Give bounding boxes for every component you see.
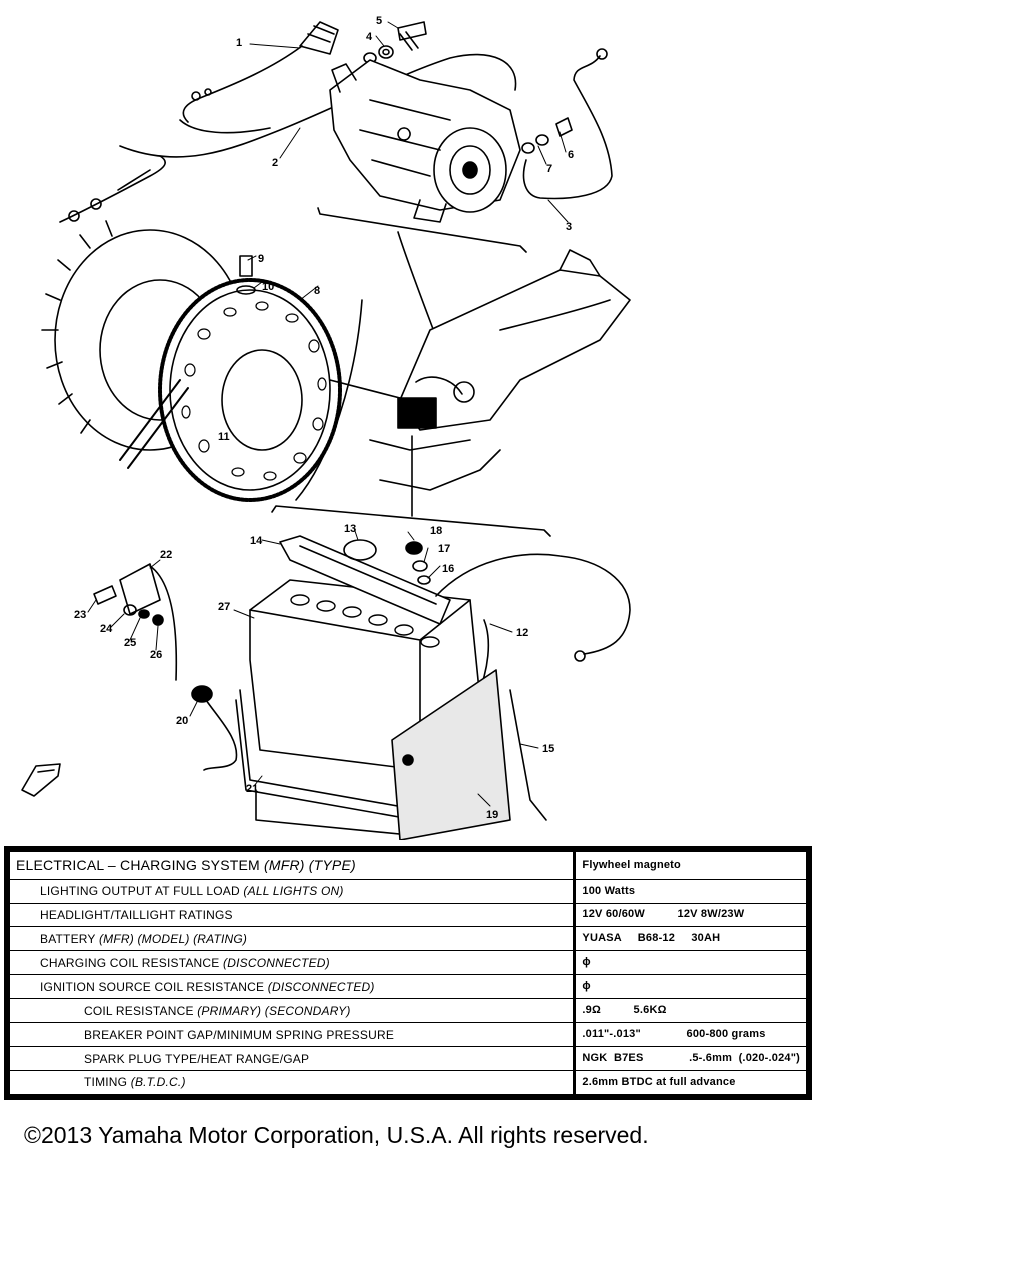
- spec-qualifier: (MFR) (MODEL) (RATING): [98, 931, 248, 946]
- spec-row: TIMING (B.T.D.C.)2.6mm BTDC at full adva…: [8, 1069, 807, 1096]
- spec-row: BREAKER POINT GAP/MINIMUM SPRING PRESSUR…: [8, 1022, 807, 1048]
- spec-value: ϕ: [574, 974, 807, 1000]
- spec-row: HEADLIGHT/TAILLIGHT RATINGS 12V 60/60W 12…: [8, 902, 807, 928]
- spec-qualifier: (MFR) (TYPE): [264, 857, 356, 874]
- spec-value: Flywheel magneto: [574, 851, 807, 880]
- callout-16: 16: [442, 563, 454, 575]
- callout-3: 3: [566, 221, 572, 233]
- spec-label-text: LIGHTING OUTPUT AT FULL LOAD: [40, 884, 240, 899]
- spec-label: COIL RESISTANCE (PRIMARY) (SECONDARY): [8, 998, 577, 1024]
- spec-row: ELECTRICAL – CHARGING SYSTEM (MFR) (TYPE…: [8, 851, 807, 880]
- spec-label-text: SPARK PLUG TYPE/HEAT RANGE/GAP: [84, 1051, 310, 1066]
- callout-8: 8: [314, 285, 320, 297]
- spec-value: NGK B7ES .5-.6mm (.020-.024"): [574, 1046, 807, 1071]
- spec-value: ϕ: [574, 950, 807, 976]
- spec-label-text: BREAKER POINT GAP/MINIMUM SPRING PRESSUR…: [84, 1027, 395, 1042]
- callout-23: 23: [74, 609, 86, 621]
- spec-label: LIGHTING OUTPUT AT FULL LOAD (ALL LIGHTS…: [8, 878, 577, 904]
- snowmobile-outline: [329, 249, 631, 491]
- spec-qualifier: (PRIMARY) (SECONDARY): [197, 1003, 351, 1018]
- spec-label: ELECTRICAL – CHARGING SYSTEM (MFR) (TYPE…: [8, 851, 577, 880]
- callout-11: 11: [218, 431, 230, 443]
- callout-22: 22: [160, 549, 172, 561]
- spec-label-text: HEADLIGHT/TAILLIGHT RATINGS: [40, 907, 233, 922]
- bolts-and-washers: [363, 21, 573, 154]
- spec-label-text: BATTERY: [40, 931, 96, 946]
- spec-row: BATTERY (MFR) (MODEL) (RATING)YUASA B68-…: [8, 926, 807, 952]
- spec-label: IGNITION SOURCE COIL RESISTANCE (DISCONN…: [8, 974, 577, 1000]
- callout-26: 26: [150, 649, 162, 661]
- callout-7: 7: [546, 163, 552, 175]
- spec-label: SPARK PLUG TYPE/HEAT RANGE/GAP: [8, 1046, 577, 1071]
- parts-diagram: 1 2 3 4 5 6 7 8 9 10 11 12 13 14 15 16 1…: [21, 15, 631, 840]
- spec-value: 12V 60/60W 12V 8W/23W: [574, 902, 807, 928]
- spec-qualifier: (DISCONNECTED): [267, 979, 375, 994]
- spec-label: HEADLIGHT/TAILLIGHT RATINGS: [8, 902, 577, 928]
- callout-14: 14: [250, 535, 263, 547]
- callout-19: 19: [486, 809, 498, 821]
- callout-27: 27: [218, 601, 230, 613]
- spec-row: COIL RESISTANCE (PRIMARY) (SECONDARY).9Ω…: [8, 998, 807, 1024]
- callout-2: 2: [272, 157, 278, 169]
- callout-15: 15: [542, 743, 554, 755]
- starter-motor: [329, 59, 521, 223]
- callout-13: 13: [344, 523, 356, 535]
- spec-value: .9Ω 5.6KΩ: [574, 998, 807, 1024]
- spec-qualifier: (ALL LIGHTS ON): [243, 884, 344, 899]
- spec-label-text: COIL RESISTANCE: [84, 1003, 194, 1018]
- callout-4: 4: [366, 31, 373, 43]
- flywheel-assembly: [41, 220, 363, 502]
- spec-row: LIGHTING OUTPUT AT FULL LOAD (ALL LIGHTS…: [8, 878, 807, 904]
- callout-25: 25: [124, 637, 136, 649]
- cable-part: [522, 48, 613, 200]
- callout-17: 17: [438, 543, 450, 555]
- front-arrow-icon: [21, 763, 61, 797]
- spec-value: YUASA B68-12 30AH: [574, 926, 807, 952]
- electrical-spec-table: ELECTRICAL – CHARGING SYSTEM (MFR) (TYPE…: [4, 846, 812, 1100]
- spec-label-text: IGNITION SOURCE COIL RESISTANCE: [40, 979, 265, 994]
- callout-1: 1: [236, 37, 242, 49]
- spec-label: TIMING (B.T.D.C.): [8, 1069, 577, 1096]
- connector-plug-part: [182, 21, 339, 123]
- spec-label: CHARGING COIL RESISTANCE (DISCONNECTED): [8, 950, 577, 976]
- spec-value: 100 Watts: [574, 878, 807, 904]
- spec-row: CHARGING COIL RESISTANCE (DISCONNECTED)ϕ: [8, 950, 807, 976]
- mounting-hardware: [93, 563, 238, 771]
- spec-label-text: ELECTRICAL – CHARGING SYSTEM: [16, 857, 260, 874]
- callout-20: 20: [176, 715, 188, 727]
- callout-6: 6: [568, 149, 574, 161]
- spec-qualifier: (B.T.D.C.): [130, 1075, 186, 1090]
- spec-value: 2.6mm BTDC at full advance: [574, 1069, 807, 1096]
- spec-row: IGNITION SOURCE COIL RESISTANCE (DISCONN…: [8, 974, 807, 1000]
- spec-value: .011"-.013" 600-800 grams: [574, 1022, 807, 1048]
- callout-9: 9: [258, 253, 264, 265]
- callout-12: 12: [516, 627, 528, 639]
- spec-qualifier: (DISCONNECTED): [223, 955, 330, 970]
- spec-row: SPARK PLUG TYPE/HEAT RANGE/GAP NGK B7ES .…: [8, 1046, 807, 1071]
- callout-10: 10: [262, 281, 274, 293]
- copyright-notice: ©2013 Yamaha Motor Corporation, U.S.A. A…: [24, 1122, 649, 1148]
- spec-label-text: TIMING: [84, 1075, 128, 1090]
- callout-18: 18: [430, 525, 442, 537]
- spec-label: BREAKER POINT GAP/MINIMUM SPRING PRESSUR…: [8, 1022, 577, 1048]
- spec-label-text: CHARGING COIL RESISTANCE: [40, 955, 220, 970]
- callout-5: 5: [376, 15, 382, 27]
- spec-label: BATTERY (MFR) (MODEL) (RATING): [8, 926, 577, 952]
- battery-strap: [279, 535, 451, 625]
- callout-24: 24: [100, 623, 113, 635]
- callout-21: 21: [246, 783, 258, 795]
